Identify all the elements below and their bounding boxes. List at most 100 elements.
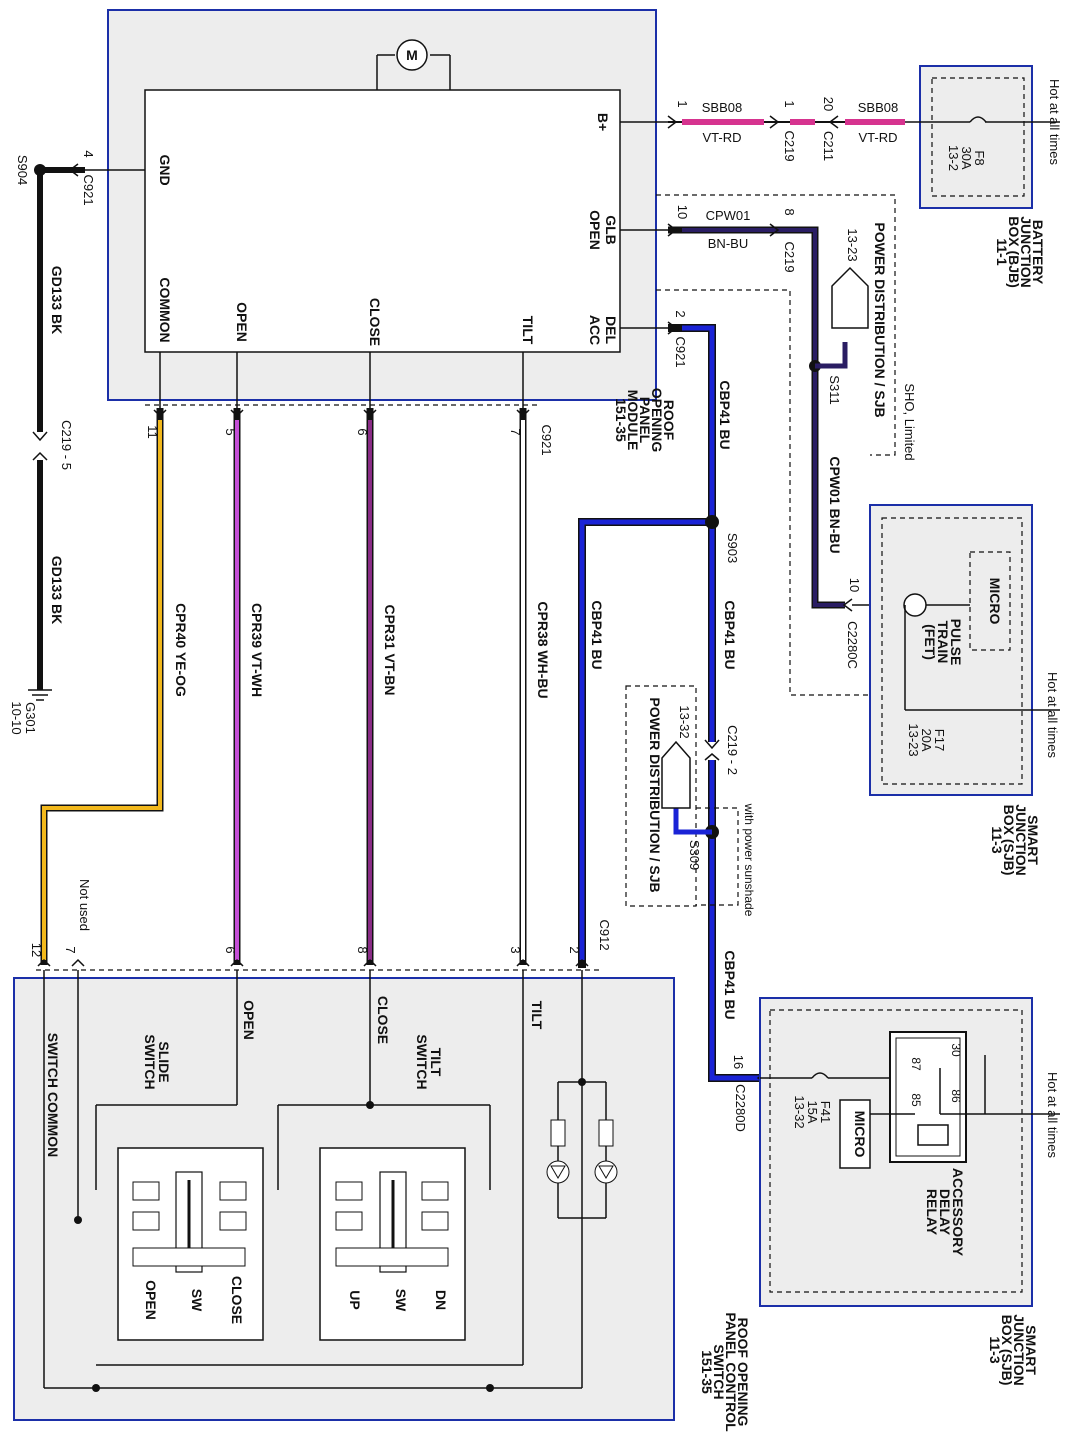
svg-text:C921: C921 — [539, 424, 554, 455]
pin-b-plus: B+ — [595, 113, 611, 131]
roof-opening-panel-control-switch: 12 7 Not used 6 8 3 2 C912 — [13, 879, 751, 1432]
motor-icon: M — [376, 39, 451, 90]
ground-circuit: 4 C921 S904 GD133 BK C219 - 5 GD133 BK G… — [9, 150, 96, 734]
sbb08-label-b: SBB08 — [858, 100, 898, 115]
svg-text:11-3: 11-3 — [987, 1336, 1003, 1363]
svg-text:1: 1 — [782, 100, 797, 107]
svg-text:C219: C219 — [782, 130, 797, 161]
pin-tilt: TILT — [520, 316, 536, 345]
svg-text:CPW01 BN-BU: CPW01 BN-BU — [827, 456, 843, 553]
svg-text:OPEN: OPEN — [143, 1280, 159, 1320]
pin-gnd: GND — [157, 154, 173, 185]
svg-text:151-35: 151-35 — [699, 1350, 715, 1394]
svg-text:13-32: 13-32 — [792, 1095, 807, 1128]
svg-text:TRAIN: TRAIN — [935, 621, 951, 664]
svg-text:85: 85 — [909, 1093, 923, 1107]
svg-text:BATTERY: BATTERY — [1030, 220, 1046, 285]
svg-text:87: 87 — [909, 1057, 923, 1071]
svg-text:OPEN: OPEN — [241, 1000, 257, 1040]
svg-text:PANEL: PANEL — [637, 397, 653, 444]
svg-text:1: 1 — [675, 100, 690, 107]
svg-text:OPENING: OPENING — [649, 388, 665, 453]
svg-text:SLIDE: SLIDE — [156, 1041, 172, 1082]
pin-del: DEL — [603, 316, 619, 344]
bjb-fuse-label: F8 30A 13-2 — [946, 145, 987, 171]
svg-text:S903: S903 — [725, 533, 740, 563]
svg-text:2: 2 — [673, 310, 688, 317]
svg-text:GD133 BK: GD133 BK — [49, 266, 65, 334]
svg-text:SHO, Limited: SHO, Limited — [902, 383, 917, 460]
svg-text:CPR40 YE-OG: CPR40 YE-OG — [173, 603, 189, 697]
relay-label: ACCESSORY DELAY RELAY — [924, 1168, 966, 1257]
svg-text:2: 2 — [567, 946, 582, 953]
svg-text:7: 7 — [508, 428, 523, 435]
pin-open: OPEN — [234, 302, 250, 342]
f41-label: F41 15A 13-32 — [792, 1095, 833, 1128]
svg-text:S309: S309 — [687, 840, 702, 870]
svg-text:DN: DN — [433, 1290, 449, 1310]
svg-text:4: 4 — [81, 150, 96, 157]
svg-text:11-1: 11-1 — [994, 238, 1010, 265]
svg-text:CLOSE: CLOSE — [229, 1276, 245, 1324]
svg-text:MICRO: MICRO — [852, 1111, 868, 1158]
pin-glb: GLB — [603, 215, 619, 245]
power-distribution-lower: 13-32 POWER DISTRIBUTION / SJB with powe… — [625, 685, 756, 917]
svg-text:CBP41 BU: CBP41 BU — [722, 600, 738, 669]
svg-text:10-10: 10-10 — [9, 701, 24, 734]
svg-text:20A: 20A — [919, 728, 934, 751]
roof-opening-panel-module: M B+ GND GLB OPEN DEL ACC COMMON OPEN CL… — [107, 9, 677, 453]
svg-text:BN-BU: BN-BU — [708, 236, 748, 251]
svg-text:S904: S904 — [15, 155, 30, 185]
svg-text:13-23: 13-23 — [845, 228, 860, 261]
svg-text:SMART: SMART — [1025, 815, 1041, 865]
sbb08-color-b: VT-RD — [859, 130, 898, 145]
svg-text:GD133 BK: GD133 BK — [49, 556, 65, 624]
svg-text:86: 86 — [949, 1089, 963, 1103]
svg-text:30A: 30A — [959, 146, 974, 169]
svg-text:Hot at all times: Hot at all times — [1045, 672, 1060, 758]
svg-text:C921: C921 — [81, 174, 96, 205]
svg-text:POWER DISTRIBUTION / SJB: POWER DISTRIBUTION / SJB — [872, 222, 888, 417]
svg-text:CLOSE: CLOSE — [375, 996, 391, 1044]
smart-junction-box-lower: MICRO 87 30 86 85 F41 15A 13-32 ACCESSOR… — [759, 997, 1060, 1386]
svg-text:CBP41 BU: CBP41 BU — [717, 380, 733, 449]
sbb08-label-a: SBB08 — [702, 100, 742, 115]
svg-text:6: 6 — [355, 428, 370, 435]
svg-text:BOX (BJB): BOX (BJB) — [1006, 216, 1022, 288]
switch-panel-name: ROOF OPENING PANEL CONTROL SWITCH 151-35 — [699, 1312, 751, 1432]
svg-text:TILT: TILT — [529, 1001, 545, 1030]
svg-text:JUNCTION: JUNCTION — [1011, 1314, 1027, 1386]
svg-text:CPR38 WH-BU: CPR38 WH-BU — [535, 601, 551, 698]
svg-text:151-35: 151-35 — [613, 398, 629, 442]
svg-text:C2280C: C2280C — [845, 621, 860, 669]
svg-text:G301: G301 — [23, 702, 38, 734]
power-distribution-upper: 13-23 POWER DISTRIBUTION / SJB SHO, Limi… — [656, 194, 917, 696]
svg-text:ROOF OPENING: ROOF OPENING — [735, 1318, 751, 1427]
wire-cbp41: 2 C921 CBP41 BU S903 CBP41 BU C219 - 2 S… — [578, 310, 767, 1132]
svg-text:UP: UP — [347, 1290, 363, 1309]
battery-junction-box: F8 30A 13-2 Hot at all times BATTERY JUN… — [905, 65, 1062, 288]
svg-text:ACCESSORY: ACCESSORY — [950, 1168, 966, 1257]
svg-text:13-2: 13-2 — [946, 145, 961, 171]
svg-text:10: 10 — [675, 205, 690, 219]
pin-open-glb: OPEN — [587, 210, 603, 250]
svg-text:F8: F8 — [972, 150, 987, 165]
svg-text:RELAY: RELAY — [924, 1189, 940, 1236]
svg-text:SW: SW — [189, 1289, 205, 1312]
svg-text:C921: C921 — [673, 336, 688, 367]
svg-text:C219 - 2: C219 - 2 — [725, 725, 740, 775]
svg-text:5: 5 — [223, 428, 238, 435]
svg-text:C211: C211 — [821, 131, 836, 161]
svg-text:6: 6 — [223, 946, 238, 953]
svg-text:15A: 15A — [805, 1100, 820, 1123]
svg-text:SMART: SMART — [1023, 1325, 1039, 1375]
motor-label: M — [406, 47, 418, 63]
svg-text:C219: C219 — [782, 241, 797, 272]
pin-acc: ACC — [587, 315, 603, 345]
svg-text:SWITCH: SWITCH — [711, 1344, 727, 1399]
smart-junction-box-upper: MICRO PULSE TRAIN (FET) F17 20A 13-23 Ho… — [869, 504, 1060, 876]
svg-text:JUNCTION: JUNCTION — [1018, 216, 1034, 288]
svg-text:8: 8 — [782, 208, 797, 215]
svg-text:13-23: 13-23 — [906, 723, 921, 756]
svg-text:3: 3 — [508, 946, 523, 953]
